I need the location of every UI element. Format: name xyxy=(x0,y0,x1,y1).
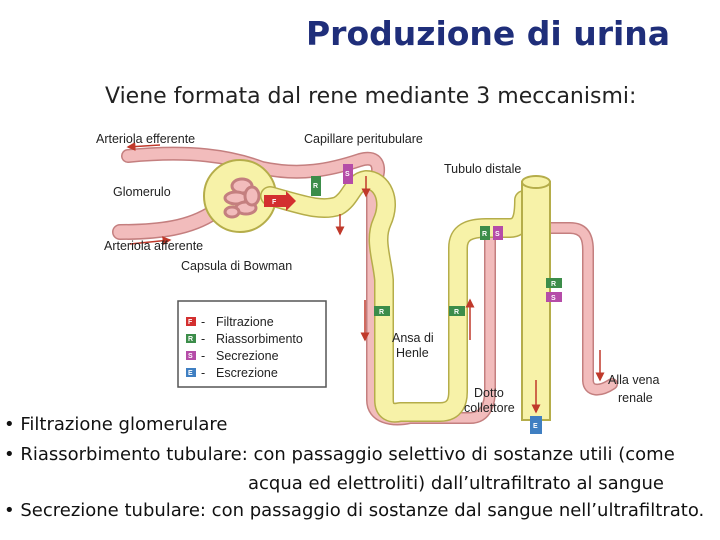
svg-text:Escrezione: Escrezione xyxy=(216,366,278,380)
marker-reabsorption: R xyxy=(374,306,390,316)
legend-item-excretion: E - Escrezione xyxy=(186,366,278,380)
label-glomerulus: Glomerulo xyxy=(113,185,171,199)
flow-arrows xyxy=(126,142,605,414)
svg-text:S: S xyxy=(345,171,350,178)
svg-text:Filtrazione: Filtrazione xyxy=(216,315,274,329)
svg-text:-: - xyxy=(201,366,205,380)
glomerulus xyxy=(223,177,261,219)
svg-text:S: S xyxy=(551,295,556,302)
svg-text:R: R xyxy=(551,281,556,288)
svg-text:R: R xyxy=(188,336,193,343)
bullet-riassorbimento: • Riassorbimento tubulare: con passaggio… xyxy=(4,444,675,465)
diagram-labels: Arteriola efferente Capillare peritubula… xyxy=(96,132,659,415)
marker-secretion: S xyxy=(343,164,353,184)
label-collecting-duct: Dotto xyxy=(474,386,504,400)
svg-text:-: - xyxy=(201,315,205,329)
bullet-riassorbimento-cont: acqua ed elettroliti) dall’ultrafiltrato… xyxy=(248,473,664,494)
svg-text:-: - xyxy=(201,349,205,363)
label-renal-vein: renale xyxy=(618,391,653,405)
svg-text:Secrezione: Secrezione xyxy=(216,349,279,363)
svg-text:R: R xyxy=(313,183,318,190)
svg-text:S: S xyxy=(188,353,193,360)
marker-reabsorption: R xyxy=(311,176,321,196)
bullet-secrezione: • Secrezione tubulare: con passaggio di … xyxy=(4,500,705,521)
svg-text:E: E xyxy=(533,423,538,430)
svg-text:R: R xyxy=(379,309,384,316)
label-distal-tubule: Tubulo distale xyxy=(444,162,521,176)
marker-excretion: E xyxy=(530,416,542,434)
label-peritubular-capillary: Capillare peritubulare xyxy=(304,132,423,146)
label-collecting-duct: collettore xyxy=(464,401,515,415)
svg-text:-: - xyxy=(201,332,205,346)
svg-text:R: R xyxy=(482,231,487,238)
svg-text:Riassorbimento: Riassorbimento xyxy=(216,332,303,346)
legend-item-reabsorption: R - Riassorbimento xyxy=(186,332,303,346)
svg-text:E: E xyxy=(188,370,193,377)
page-title: Produzione di urina xyxy=(306,14,671,53)
marker-filtration: F xyxy=(264,191,296,211)
label-efferent-arteriole: Arteriola efferente xyxy=(96,132,195,146)
svg-text:S: S xyxy=(495,231,500,238)
label-bowmans-capsule: Capsula di Bowman xyxy=(181,259,292,273)
svg-text:F: F xyxy=(188,319,193,326)
label-afferent-arteriole: Arteriola afferente xyxy=(104,239,203,253)
marker-reabsorption: R xyxy=(546,278,562,288)
bullet-filtrazione: • Filtrazione glomerulare xyxy=(4,414,228,435)
marker-reabsorption: R xyxy=(480,226,490,240)
label-loop-of-henle: Ansa di xyxy=(392,331,434,345)
page-subtitle: Viene formata dal rene mediante 3 meccan… xyxy=(105,84,637,109)
label-renal-vein: Alla vena xyxy=(608,373,659,387)
nephron-tubule xyxy=(203,159,551,423)
label-loop-of-henle: Henle xyxy=(396,346,429,360)
svg-text:F: F xyxy=(272,199,277,206)
marker-secretion: S xyxy=(493,226,503,240)
legend-item-filtration: F - Filtrazione xyxy=(186,315,274,329)
legend: F - Filtrazione R - Riassorbimento S - S… xyxy=(177,300,327,388)
marker-reabsorption: R xyxy=(449,306,465,316)
marker-secretion: S xyxy=(546,292,562,302)
process-markers: F R S R S R S R xyxy=(264,164,562,434)
svg-text:R: R xyxy=(454,309,459,316)
legend-item-secretion: S - Secrezione xyxy=(186,349,279,363)
